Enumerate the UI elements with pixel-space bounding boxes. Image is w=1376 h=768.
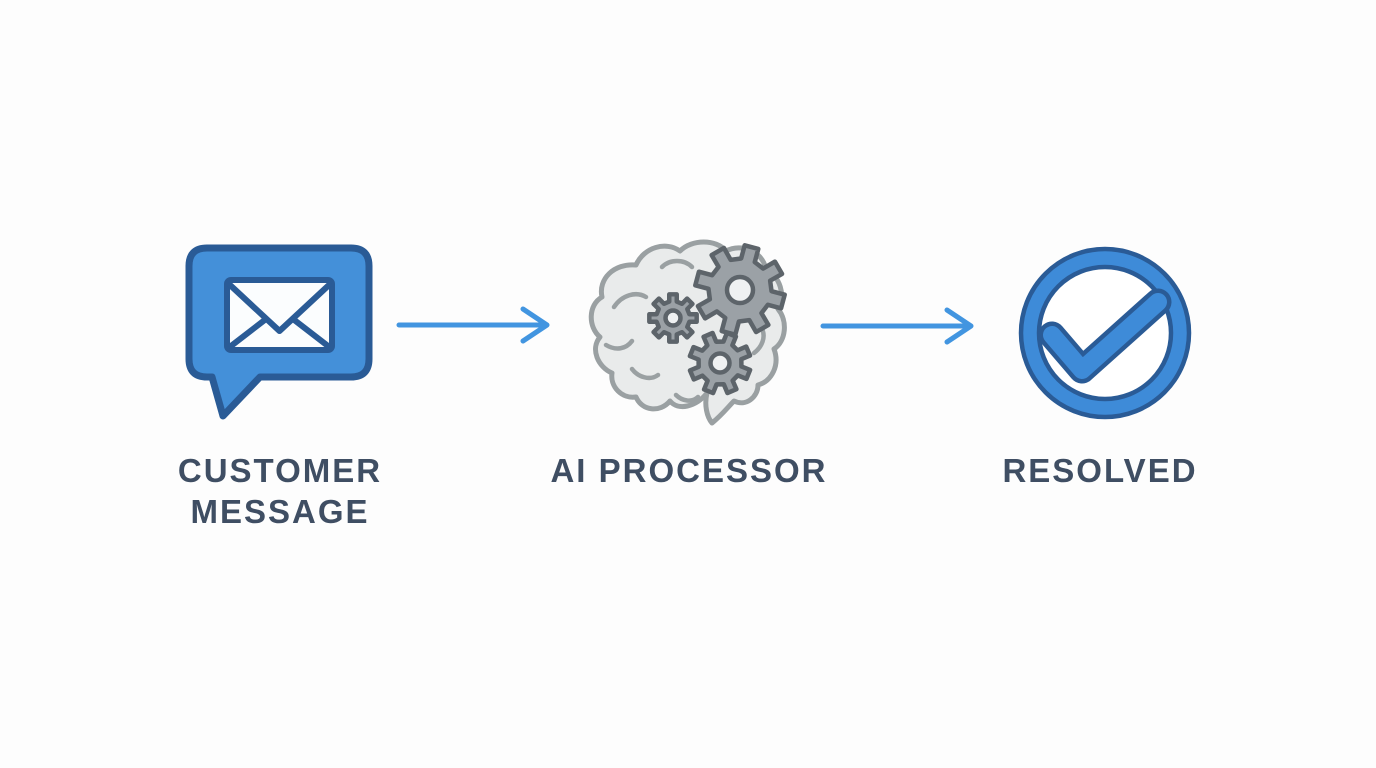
circle-outer-edge — [1018, 246, 1192, 420]
arrow-right-icon — [396, 306, 550, 344]
step-label-customer-message: CUSTOMER MESSAGE — [177, 452, 383, 530]
arrow-right-icon — [820, 307, 974, 345]
envelope-flap — [227, 282, 332, 334]
step-label-ai-processor: AI PROCESSOR — [550, 452, 828, 489]
step-label-resolved: RESOLVED — [1002, 452, 1198, 489]
envelope-folds — [228, 316, 331, 349]
gear-hole — [663, 308, 683, 328]
gear-hole — [724, 274, 756, 306]
chat-bubble-envelope-icon — [185, 244, 373, 420]
circle-ring — [1022, 250, 1188, 416]
checkmark — [1043, 293, 1167, 379]
brain-gears-icon — [588, 235, 802, 426]
gear-hole — [708, 351, 732, 375]
check-circle-icon — [1018, 246, 1192, 420]
brain-folds — [603, 258, 766, 403]
